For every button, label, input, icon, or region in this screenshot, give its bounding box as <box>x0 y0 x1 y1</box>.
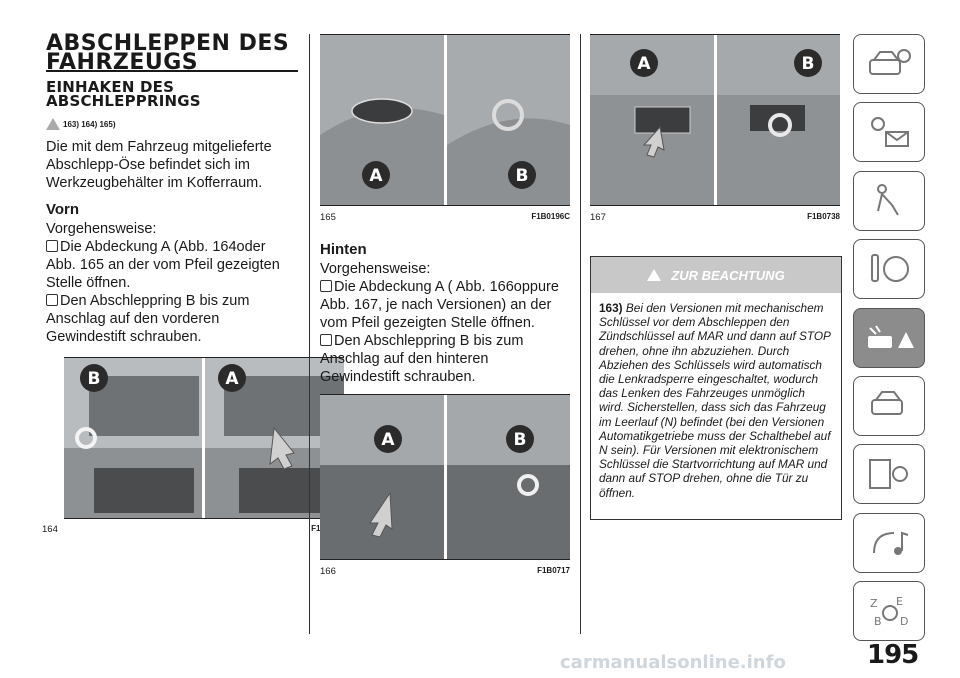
tab-maintenance[interactable] <box>853 375 925 436</box>
figure-164: B A <box>64 357 344 519</box>
figure-165-label-b: B <box>516 166 529 186</box>
figure-166-label-a: A <box>381 430 395 450</box>
chapter-sidebar: Z E B D <box>853 34 925 650</box>
figure-166-caption: 166 F1B0717 <box>320 566 570 577</box>
bullet-icon <box>46 240 58 252</box>
figure-167-label-a: A <box>637 54 651 74</box>
front-heading: Vorn <box>46 201 80 218</box>
figure-165-caption: 165 F1B0196C <box>320 212 570 223</box>
car-info-icon <box>869 49 911 75</box>
bullet-icon <box>320 280 332 292</box>
svg-text:D: D <box>900 615 908 628</box>
warning-ref: 163) <box>599 301 623 315</box>
watermark-text: carmanualsonline.info <box>560 652 786 673</box>
figure-165-number: 165 <box>320 212 336 223</box>
tab-car-info[interactable] <box>853 34 925 94</box>
front-step-2: Den Abschleppring B bis zum Anschlag auf… <box>46 292 298 346</box>
column-divider-1 <box>309 34 310 634</box>
rear-lead: Vorgehensweise: <box>320 261 431 277</box>
bullet-icon <box>320 334 332 346</box>
figure-166-number: 166 <box>320 566 336 577</box>
technical-data-icon <box>869 459 908 490</box>
tab-technical-data[interactable] <box>853 444 925 505</box>
figure-166: A B <box>320 394 570 560</box>
warning-box: ZUR BEACHTUNG 163) Bei den Versionen mit… <box>590 256 842 520</box>
figure-167-number: 167 <box>590 212 606 223</box>
index-icon: Z E B D <box>870 595 908 628</box>
tab-index[interactable]: Z E B D <box>853 581 925 642</box>
warning-title: ZUR BEACHTUNG <box>671 267 785 283</box>
warning-lights-icon <box>871 117 909 148</box>
figure-164-number: 164 <box>42 524 58 535</box>
figure-164-label-a: A <box>225 369 239 389</box>
intro-text: Die mit dem Fahrzeug mitgelieferte Absch… <box>46 139 272 191</box>
rear-step-2: Den Abschleppring B bis zum Anschlag auf… <box>320 332 570 386</box>
figure-167: A B <box>590 34 840 206</box>
key-steering-icon <box>871 254 909 283</box>
title-rule <box>46 70 298 72</box>
warning-body: 163) Bei den Versionen mit mechanischem … <box>591 293 841 500</box>
svg-text:Z: Z <box>870 597 878 610</box>
figure-164-label-b: B <box>88 369 101 389</box>
front-step-1: Die Abdeckung A (Abb. 164oder Abb. 165 a… <box>46 238 298 292</box>
rear-step-2-text: Den Abschleppring B bis zum Anschlag auf… <box>320 333 524 385</box>
figure-166-code: F1B0717 <box>537 566 570 575</box>
tab-safety[interactable] <box>853 170 925 231</box>
tab-multimedia[interactable] <box>853 512 925 573</box>
safety-icon <box>877 183 899 216</box>
front-step-1-text: Die Abdeckung A (Abb. 164oder Abb. 165 a… <box>46 239 280 291</box>
warning-header: ZUR BEACHTUNG <box>591 257 841 293</box>
figure-166-label-b: B <box>514 430 527 450</box>
svg-text:B: B <box>874 615 882 628</box>
page-title: ABSCHLEPPEN DES FAHRZEUGS <box>46 31 290 75</box>
tab-emergency[interactable] <box>853 307 925 368</box>
figure-167-label-b: B <box>802 54 815 74</box>
warning-text: Bei den Versionen mit mechanischem Schlü… <box>599 301 831 500</box>
figure-165-label-a: A <box>369 166 383 186</box>
rear-heading: Hinten <box>320 241 367 258</box>
front-step-2-text: Den Abschleppring B bis zum Anschlag auf… <box>46 293 250 345</box>
front-steps: Vorgehensweise: Die Abdeckung A (Abb. 16… <box>46 220 298 346</box>
warning-refs-text: 163) 164) 165) <box>63 119 116 129</box>
section-title: EINHAKEN DES ABSCHLEPPRINGS <box>46 78 201 110</box>
tab-warning-lights[interactable] <box>853 102 925 163</box>
tab-key-steering[interactable] <box>853 239 925 300</box>
warning-triangle-icon <box>46 118 60 130</box>
rear-step-1: Die Abdeckung A ( Abb. 166oppure Abb. 16… <box>320 278 570 332</box>
column-divider-2 <box>580 34 581 634</box>
front-lead: Vorgehensweise: <box>46 221 157 237</box>
rear-step-1-text: Die Abdeckung A ( Abb. 166oppure Abb. 16… <box>320 279 559 331</box>
warning-refs: 163) 164) 165) <box>46 118 115 130</box>
rear-steps: Vorgehensweise: Die Abdeckung A ( Abb. 1… <box>320 260 570 386</box>
emergency-icon <box>868 325 914 348</box>
page-number: 195 <box>867 640 919 670</box>
bullet-icon <box>46 294 58 306</box>
warning-triangle-icon <box>647 269 662 281</box>
figure-164-caption: 164 F1B0716 <box>42 524 344 535</box>
figure-167-caption: 167 F1B0738 <box>590 212 840 223</box>
figure-165: A B <box>320 34 570 206</box>
figure-167-code: F1B0738 <box>807 212 840 221</box>
maintenance-icon <box>871 390 903 415</box>
figure-165-code: F1B0196C <box>531 212 570 221</box>
multimedia-icon <box>873 531 909 555</box>
svg-text:E: E <box>896 595 903 608</box>
